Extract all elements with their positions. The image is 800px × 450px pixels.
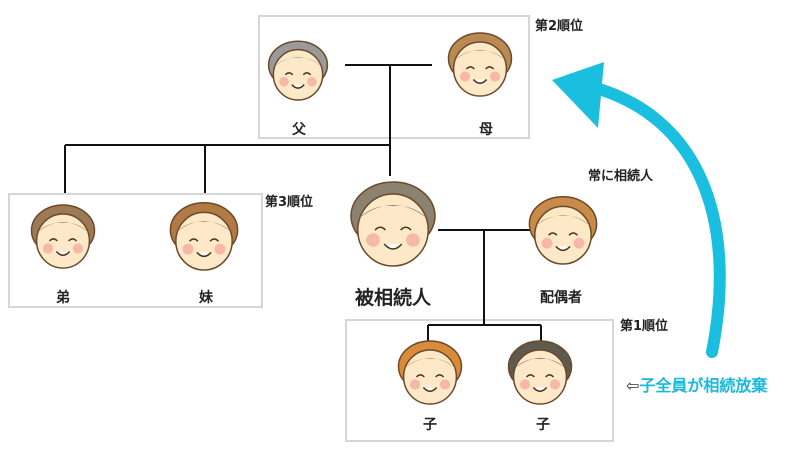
brother-face-icon bbox=[30, 204, 96, 269]
note-text: 子全員が相続放棄 bbox=[639, 376, 768, 395]
child1-face-icon bbox=[397, 340, 463, 405]
rank-always: 常に相続人 bbox=[588, 169, 654, 184]
label-sister: 妹 bbox=[199, 290, 213, 306]
label-child-2: 子 bbox=[536, 417, 550, 433]
child2-face-icon bbox=[507, 340, 573, 405]
label-father: 父 bbox=[292, 122, 306, 138]
left-arrow-icon: ⇦ bbox=[626, 376, 640, 395]
label-brother: 弟 bbox=[56, 290, 70, 306]
sister-face-icon bbox=[169, 202, 239, 271]
arrow-head-icon bbox=[552, 62, 604, 128]
second-rank-box bbox=[258, 15, 530, 139]
rank-second: 第2順位 bbox=[535, 19, 584, 34]
label-spouse: 配偶者 bbox=[540, 290, 582, 306]
first-rank-box bbox=[345, 319, 614, 442]
rank-third: 第3順位 bbox=[265, 195, 314, 210]
deceased-face-icon bbox=[350, 181, 436, 267]
mother-face-icon bbox=[447, 32, 513, 97]
renunciation-note: ⇦子全員が相続放棄 bbox=[626, 372, 767, 396]
label-child-1: 子 bbox=[423, 417, 437, 433]
father-face-icon bbox=[267, 40, 329, 101]
label-deceased: 被相続人 bbox=[354, 287, 432, 309]
label-mother: 母 bbox=[479, 122, 493, 138]
rank-first: 第1順位 bbox=[620, 319, 669, 334]
curved-arrow bbox=[574, 78, 726, 358]
third-rank-box bbox=[8, 193, 263, 308]
spouse-face-icon bbox=[528, 196, 598, 265]
